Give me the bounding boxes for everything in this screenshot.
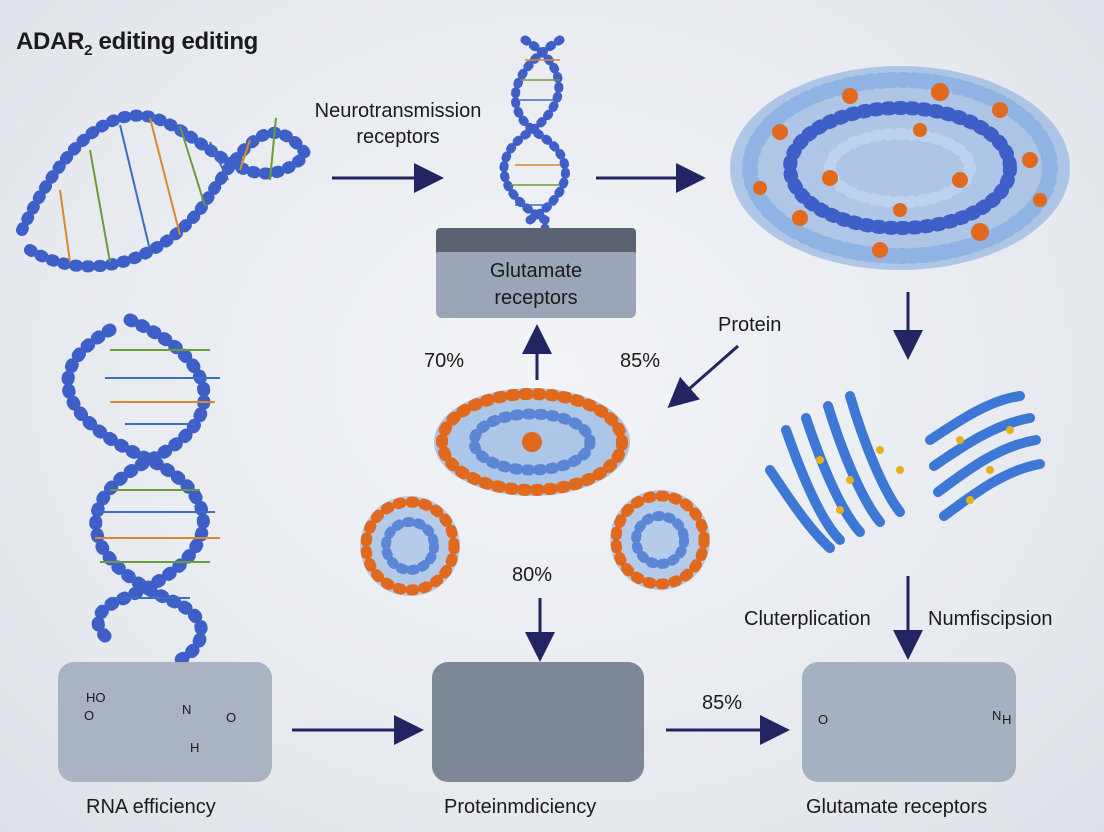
chem-label-ho: HO (86, 690, 106, 705)
protein-cluster-small-left (360, 496, 460, 596)
percent-70: 70% (424, 350, 465, 372)
rna-box (58, 662, 272, 782)
dna-helix-top-left (16, 109, 316, 273)
numfiscipsion-label: Numfiscipsion (928, 608, 1053, 630)
proteinmdiciency-label: Proteinmdiciency (444, 796, 597, 818)
chem-label-n-right: N (992, 708, 1002, 723)
percent-80: 80% (512, 564, 553, 586)
chem-label-o-right: O (818, 712, 829, 727)
glutamate-receptor-box (802, 662, 1016, 782)
beta-sheet-left (765, 391, 905, 553)
protein-label: Protein (718, 314, 782, 336)
dna-helix-top-center (499, 35, 570, 245)
chem-label-o2: O (226, 710, 237, 725)
chem-label-h-right: H (1002, 712, 1012, 727)
beta-sheet-right (925, 391, 1045, 521)
dna-helix-left-vertical (61, 313, 220, 667)
protein-cluster-center (434, 388, 630, 496)
chem-label-h: H (190, 740, 200, 755)
arrow-diagonal (667, 344, 739, 408)
percent-85-bottom: 85% (702, 692, 743, 714)
chem-label-n: N (182, 702, 192, 717)
glutamate-box-top (436, 228, 636, 254)
percent-85-top: 85% (620, 350, 661, 372)
beta-sheet-dots (816, 426, 1014, 514)
glutamate-box-label: Glutamate receptors (489, 260, 583, 309)
protein-cluster-top-right (730, 66, 1070, 270)
protein-box (432, 662, 644, 782)
protein-cluster-small-right (610, 490, 710, 590)
glutamate-receptors-label: Glutamate receptors (806, 796, 988, 818)
rna-efficiency-label: RNA efficiency (86, 796, 216, 818)
cluterplication-label: Cluterplication (744, 608, 871, 630)
glutamate-box (436, 252, 636, 318)
chem-label-o: O (84, 708, 95, 723)
diagram-title: ADAR2 editing editing (16, 28, 259, 59)
neurotransmission-label: Neurotransmission receptors (314, 100, 482, 148)
